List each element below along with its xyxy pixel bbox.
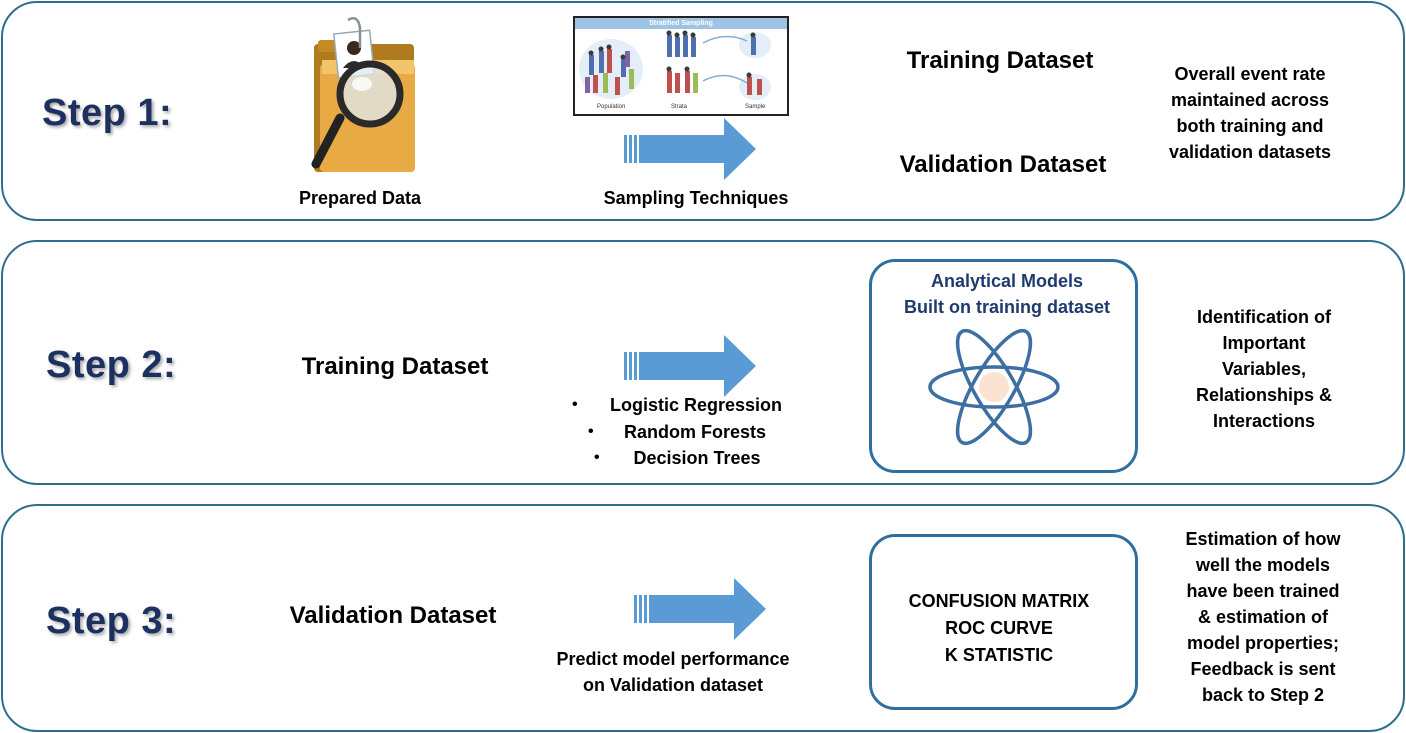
method-label: Random Forests (623, 421, 767, 442)
predict-line: on Validation dataset (582, 675, 764, 695)
step1-note-line: maintained across (1170, 90, 1330, 110)
step2-note-line: Relationships & (1195, 385, 1333, 405)
step3-arrow-icon (634, 578, 766, 640)
step1-note-line: Overall event rate (1174, 64, 1326, 84)
step3-note-line: Estimation of how (1185, 529, 1341, 549)
metric-label: ROC CURVE (945, 618, 1053, 638)
metric-label: CONFUSION MATRIX (908, 591, 1090, 611)
step1-note-line: both training and (1176, 116, 1324, 136)
models-title-line: Analytical Models (930, 271, 1084, 291)
step2-note-line: Important (1222, 333, 1306, 353)
step3-note: Estimation of how well the models have b… (1158, 526, 1368, 708)
analytical-models-title: Analytical Models Built on training data… (869, 268, 1145, 320)
step3-note-line: model properties; (1186, 633, 1340, 653)
step1-note-line: validation datasets (1168, 142, 1332, 162)
stratified-sampling-image: Stratified Sampling Population Strata Sa… (573, 16, 789, 116)
atom-icon (928, 328, 1060, 446)
predict-line: Predict model performance (556, 649, 790, 669)
model-methods-list: •Logistic Regression •Random Forests •De… (570, 392, 810, 472)
step2-training-dataset: Training Dataset (301, 353, 489, 380)
step3-note-line: back to Step 2 (1201, 685, 1325, 705)
prepared-data-folder-icon (311, 17, 415, 172)
predict-performance-label: Predict model performance on Validation … (536, 646, 810, 698)
list-item: •Random Forests (588, 421, 767, 442)
step3-title: Step 3: (46, 600, 177, 642)
step3-note-line: have been trained (1186, 581, 1340, 601)
step1-training-dataset: Training Dataset (906, 47, 1094, 74)
sampling-techniques-label: Sampling Techniques (603, 188, 789, 208)
step1-title: Step 1: (42, 92, 173, 134)
method-label: Decision Trees (633, 448, 761, 468)
method-label: Logistic Regression (609, 395, 783, 415)
list-item: •Decision Trees (594, 448, 761, 468)
metrics-list: CONFUSION MATRIX ROC CURVE K STATISTIC (869, 588, 1129, 669)
step1-arrow-icon (624, 118, 756, 180)
step2-note-line: Interactions (1212, 411, 1316, 431)
step2-note: Identification of Important Variables, R… (1164, 304, 1364, 434)
step3-note-line: & estimation of (1197, 607, 1328, 627)
list-item: •Logistic Regression (572, 395, 783, 415)
metrics-box (869, 534, 1138, 710)
step2-title: Step 2: (46, 344, 177, 386)
step1-validation-dataset: Validation Dataset (899, 151, 1107, 178)
step1-note: Overall event rate maintained across bot… (1150, 61, 1350, 165)
sampling-image-strata: Strata (671, 104, 688, 110)
step2-note-line: Variables, (1221, 359, 1307, 379)
metric-label: K STATISTIC (944, 645, 1054, 665)
prepared-data-label: Prepared Data (298, 188, 422, 208)
sampling-image-sample: Sample (745, 104, 766, 110)
step3-note-line: Feedback is sent (1190, 659, 1336, 679)
step3-note-line: well the models (1195, 555, 1331, 575)
sampling-image-population: Population (597, 104, 626, 110)
people-groups-icon (579, 30, 771, 100)
step2-note-line: Identification of (1197, 307, 1331, 327)
models-title-line: Built on training dataset (903, 297, 1110, 317)
step3-validation-dataset: Validation Dataset (289, 602, 497, 629)
step2-arrow-icon (624, 335, 756, 397)
sampling-image-header: Stratified Sampling (575, 18, 787, 29)
